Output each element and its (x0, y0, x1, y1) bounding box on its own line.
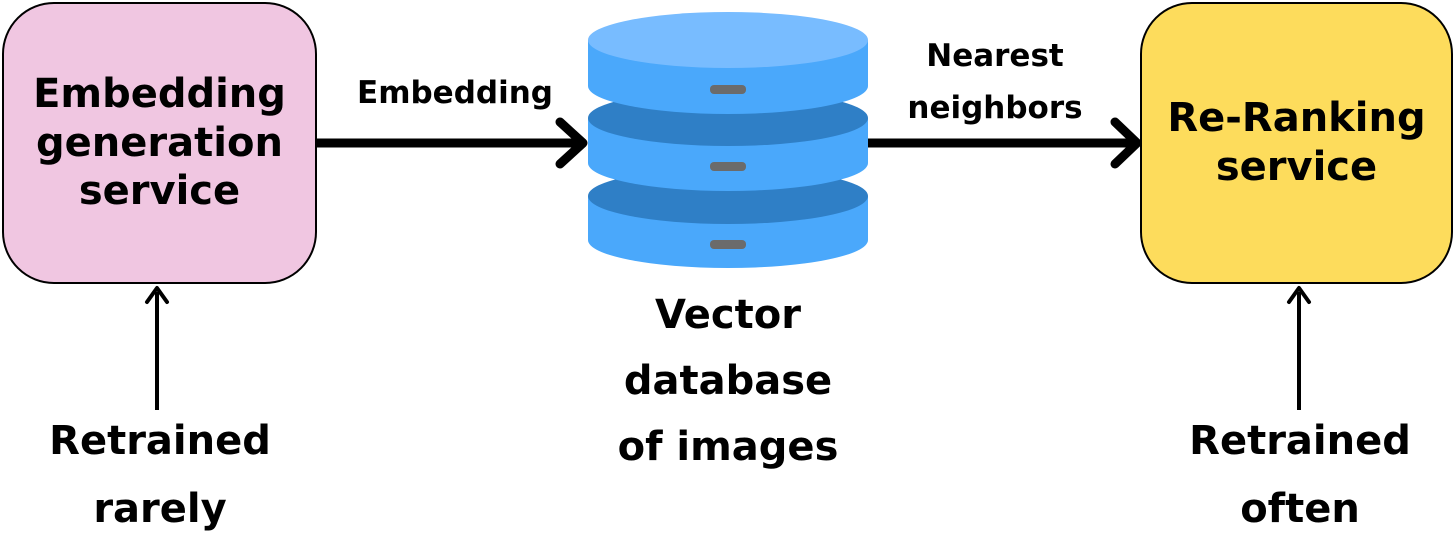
neighbors-arrow-label-line2: neighbors (907, 90, 1083, 126)
retrained-often-arrow (1287, 286, 1311, 410)
db-slot-icon (710, 162, 746, 171)
neighbors-arrow-label-line1: Nearest (926, 38, 1064, 74)
db-slot-icon (710, 85, 746, 94)
retrained-rarely-note-line2: rarely (93, 486, 227, 532)
reranking-service-title: Re-Ranking service (1167, 95, 1426, 190)
embedding-arrow-label: Embedding (357, 75, 553, 111)
retrained-often-note-line1: Retrained (1189, 418, 1411, 464)
embedding-service-title: Embedding generation service (33, 70, 286, 215)
vector-db-caption-line1: Vector (655, 292, 801, 338)
vector-db-caption-line2: database (623, 358, 833, 404)
embedding-arrow (317, 117, 588, 169)
embedding-service-box: Embedding generation service (2, 2, 317, 284)
db-slot-icon (710, 240, 746, 249)
neighbors-arrow (868, 117, 1142, 169)
retrained-rarely-arrow (145, 286, 169, 410)
vector-db-caption-line3: of images (617, 424, 839, 470)
retrained-often-note-line2: often (1240, 486, 1360, 532)
vector-database-icon (588, 12, 868, 268)
retrained-rarely-note-line1: Retrained (49, 418, 271, 464)
